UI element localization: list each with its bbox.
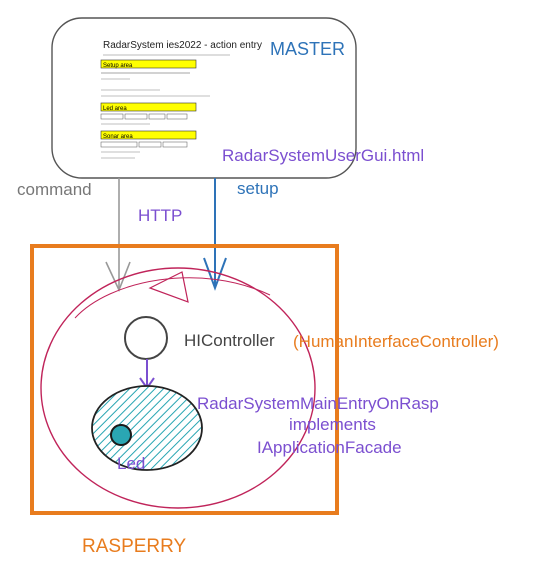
setup-label: setup [237, 179, 279, 198]
cycle-arrowhead [148, 271, 189, 303]
raspberry-box [30, 244, 339, 515]
command-label: command [17, 180, 92, 199]
setup-area-label: Setup area [103, 63, 133, 69]
command-arrow [105, 178, 131, 293]
sonar-area-bar [100, 130, 197, 140]
gui-file-label: RadarSystemUserGui.html [222, 146, 424, 165]
led-component [91, 385, 203, 471]
controller-to-led-arrow [139, 359, 155, 390]
led-dot [110, 424, 132, 446]
setup-area-bar [100, 59, 197, 69]
led-area-label: Led area [103, 106, 127, 112]
hicontroller-node [124, 316, 168, 360]
led-area-bar [100, 102, 197, 112]
master-page-title: RadarSystem ies2022 - action entry [103, 40, 262, 51]
main-entry-circle [40, 267, 316, 509]
setup-arrow [203, 178, 227, 291]
main-entry-name: RadarSystemMainEntryOnRasp [197, 394, 439, 413]
master-page-thumbnail: RadarSystem ies2022 - action entry Setup… [51, 17, 357, 179]
raspberry-label: RASPERRY [82, 536, 187, 557]
led-label: Led [117, 454, 145, 473]
hicontroller-fullname: (HumanInterfaceController) [293, 332, 499, 351]
implements-label: implements [289, 415, 376, 434]
http-label: HTTP [138, 206, 182, 225]
sonar-area-label: Sonar area [103, 134, 133, 140]
hicontroller-label: HIController [184, 331, 275, 350]
master-label: MASTER [270, 39, 345, 59]
facade-interface-label: IApplicationFacade [257, 438, 402, 457]
